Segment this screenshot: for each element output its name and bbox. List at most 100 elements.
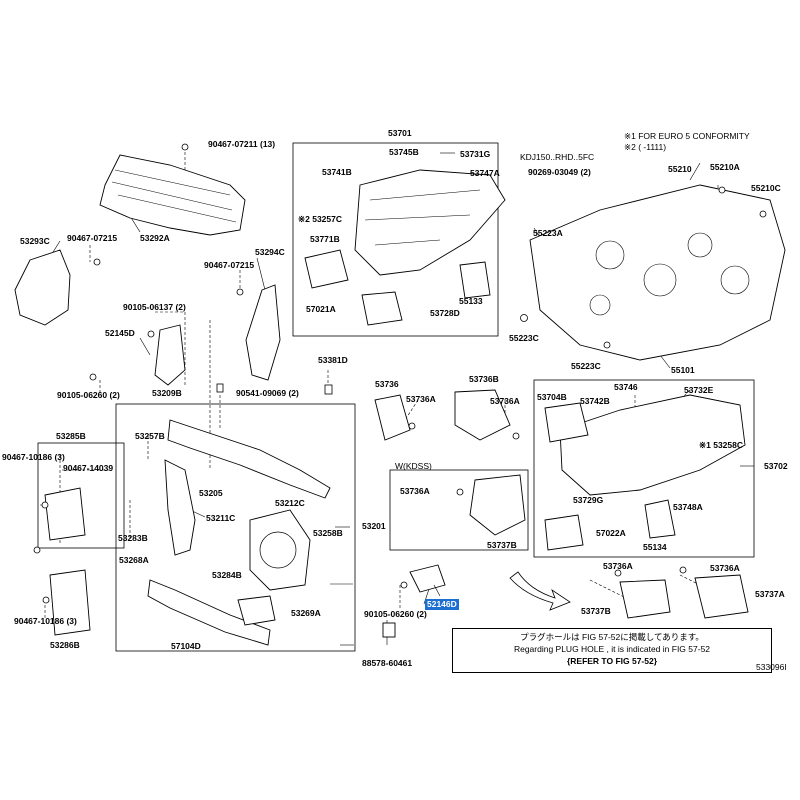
headlamp-support (249, 509, 311, 591)
clip-part (382, 622, 396, 638)
side-bracket-left (14, 249, 71, 326)
part-label[interactable]: 90467-10186 (3) (14, 616, 77, 626)
part-label[interactable]: 55223A (533, 228, 563, 238)
part-label[interactable]: 90467-07215 (204, 260, 255, 270)
part-label[interactable]: 53293C (20, 236, 50, 246)
part-label[interactable]: 53737A (755, 589, 785, 599)
cowl-panel (354, 169, 506, 276)
part-label[interactable]: 53736A (603, 561, 633, 571)
cowl-lower-bracket-right (544, 514, 584, 551)
part-label[interactable]: 57021A (306, 304, 336, 314)
part-label[interactable]: 55210A (710, 162, 740, 172)
part-label-highlighted[interactable]: 52146D (425, 599, 459, 610)
part-label[interactable]: 53205 (199, 488, 223, 498)
part-label[interactable]: 53736A (490, 396, 520, 406)
dash-panel (529, 184, 786, 361)
plug-hole-note: プラグホールは FIG 57-52に掲載してあります。 Regarding PL… (452, 628, 772, 673)
part-label[interactable]: 52145D (105, 328, 135, 338)
part-label[interactable]: 90467-07215 (67, 233, 118, 243)
part-label[interactable]: 53211C (206, 513, 236, 523)
part-label[interactable]: 53747A (470, 168, 500, 178)
part-label[interactable]: 53381D (318, 355, 348, 365)
part-label[interactable]: 55133 (459, 296, 483, 306)
part-label[interactable]: 53701 (388, 128, 412, 138)
part-label[interactable]: ※1 53258C (699, 440, 743, 450)
part-label[interactable]: 53731G (460, 149, 491, 159)
cowl-side-cover (304, 249, 349, 289)
part-label[interactable]: 53285B (56, 431, 86, 441)
part-label[interactable]: 90105-06137 (2) (123, 302, 186, 312)
part-label[interactable]: 53771B (310, 234, 340, 244)
part-label[interactable]: 90269-03049 (2) (528, 167, 591, 177)
part-label[interactable]: 90467-14039 (63, 463, 114, 473)
part-label[interactable]: 55101 (671, 365, 695, 375)
part-label[interactable]: ※2 53257C (298, 214, 342, 224)
part-label[interactable]: 55223C (509, 333, 539, 343)
cowl-brace (459, 261, 491, 299)
variant-label-kdss: W(KDSS) (395, 461, 432, 471)
insulator-53737B (469, 474, 526, 536)
part-label[interactable]: 57104D (171, 641, 201, 651)
part-label[interactable]: 53737B (581, 606, 611, 616)
part-label[interactable]: 53736B (469, 374, 499, 384)
legend: ※1 FOR EURO 5 CONFORMITY ※2 ( -1111) (624, 131, 750, 153)
part-label[interactable]: 90105-06260 (2) (57, 390, 120, 400)
part-label[interactable]: 53209B (152, 388, 182, 398)
part-label[interactable]: 53736A (406, 394, 436, 404)
part-label[interactable]: 55210 (668, 164, 692, 174)
group-box-left (37, 442, 125, 549)
cowl-panel-right (559, 394, 746, 496)
part-label[interactable]: 53286B (50, 640, 80, 650)
insulator-53736B (454, 389, 511, 441)
part-label[interactable]: 90467-10186 (3) (2, 452, 65, 462)
part-label[interactable]: 53745B (389, 147, 419, 157)
part-label[interactable]: 53742B (580, 396, 610, 406)
part-label[interactable]: 53212C (275, 498, 305, 508)
part-label[interactable]: 53292A (140, 233, 170, 243)
part-label[interactable]: 53258B (313, 528, 343, 538)
part-label[interactable]: 53736A (710, 563, 740, 573)
insulator-53737B-lower (619, 579, 671, 619)
part-label[interactable]: 53283B (118, 533, 148, 543)
cowl-cover-right (544, 402, 589, 443)
reference-arrow (509, 571, 571, 611)
part-label[interactable]: 53736 (375, 379, 399, 389)
part-label[interactable]: 55134 (643, 542, 667, 552)
part-label[interactable]: 53737B (487, 540, 517, 550)
insulator-53737A (694, 574, 749, 619)
note-line-ref[interactable]: {REFER TO FIG 57-52} (566, 656, 658, 666)
legend-note-1: ※1 FOR EURO 5 CONFORMITY (624, 131, 750, 141)
part-label[interactable]: 53257B (135, 431, 165, 441)
part-label[interactable]: 53269A (291, 608, 321, 618)
part-label[interactable]: 88578-60461 (362, 658, 413, 668)
legend-note-2: ※2 ( -1111) (624, 142, 667, 152)
part-label[interactable]: 90541-09069 (2) (236, 388, 299, 398)
group-box-center (115, 403, 356, 652)
part-label[interactable]: 55223C (571, 361, 601, 371)
part-label[interactable]: 53736A (400, 486, 430, 496)
lower-bracket (237, 595, 276, 626)
part-label[interactable]: 53748A (673, 502, 703, 512)
drawing-id: 533096I (756, 662, 787, 672)
radiator-upper-support (167, 419, 331, 499)
part-label[interactable]: 53732E (684, 385, 714, 395)
part-label[interactable]: 53284B (212, 570, 242, 580)
part-label[interactable]: 53702 (764, 461, 788, 471)
note-line-en: Regarding PLUG HOLE , it is indicated in… (513, 644, 711, 654)
part-label[interactable]: 53201 (362, 521, 386, 531)
part-label[interactable]: 53704B (537, 392, 567, 402)
part-label[interactable]: 53728D (430, 308, 460, 318)
part-label[interactable]: 53741B (322, 167, 352, 177)
part-label[interactable]: 90105-06260 (2) (364, 609, 427, 619)
part-label[interactable]: 53729G (573, 495, 604, 505)
part-label[interactable]: 53294C (255, 247, 285, 257)
part-label[interactable]: 90467-07211 (13) (208, 139, 276, 149)
side-panel-left-upper (44, 487, 86, 541)
part-label[interactable]: 53746 (614, 382, 638, 392)
side-panel-left-lower (49, 569, 91, 636)
part-label[interactable]: 57022A (596, 528, 626, 538)
components (14, 154, 786, 646)
part-label[interactable]: 53268A (119, 555, 149, 565)
part-label[interactable]: 55210C (751, 183, 781, 193)
